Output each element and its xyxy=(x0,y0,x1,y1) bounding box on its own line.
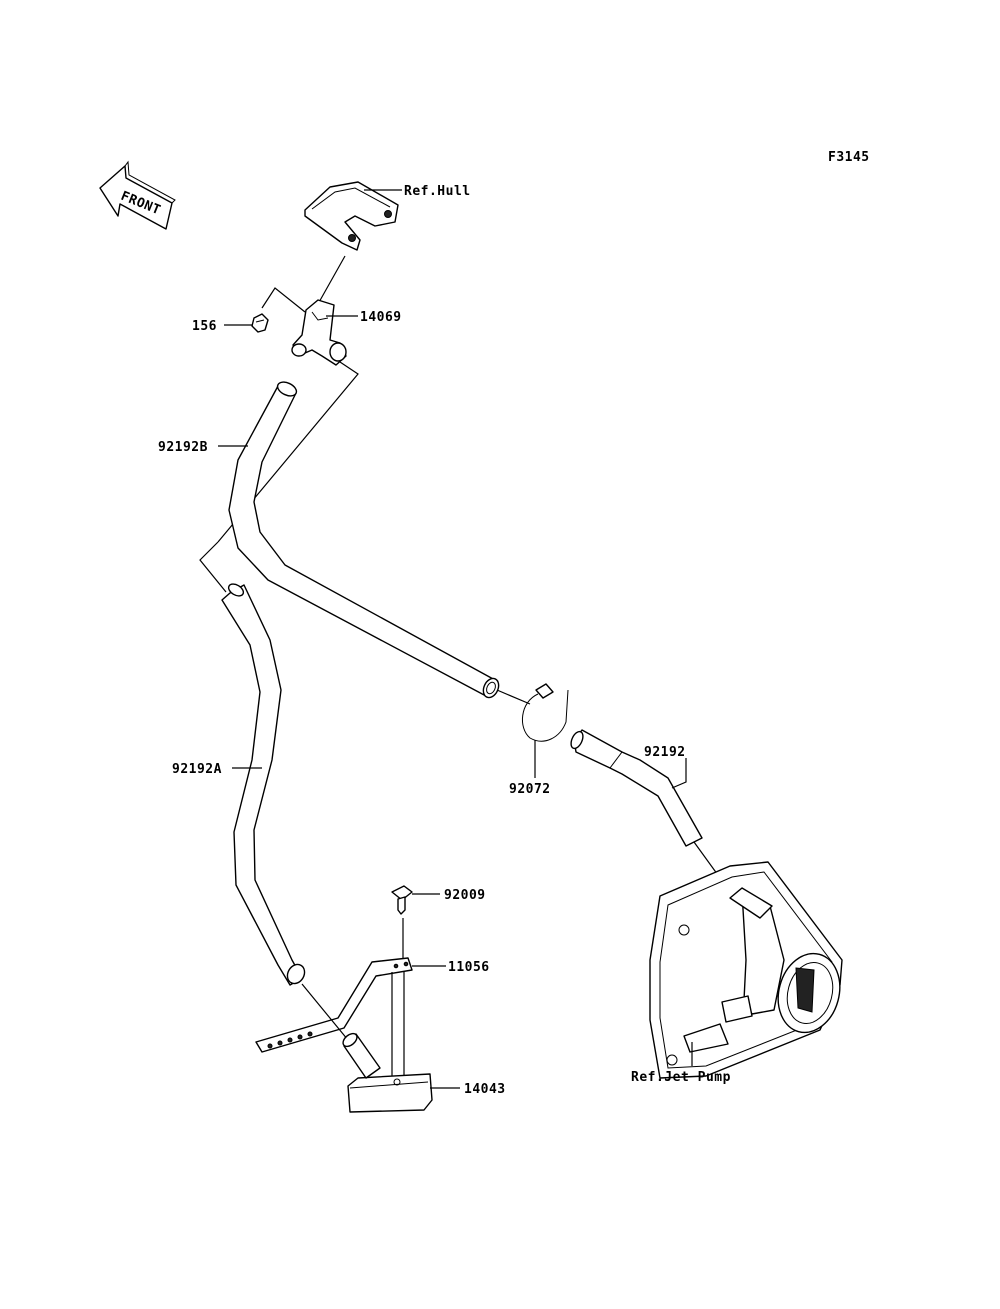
label-11056: 11056 xyxy=(448,960,490,975)
label-92192A: 92192A xyxy=(172,762,222,777)
filter-14043 xyxy=(342,1032,433,1113)
front-arrow-icon: FRONT xyxy=(99,160,176,230)
ref-jet-pump-label: Ref.Jet Pump xyxy=(631,1070,731,1085)
fitting-14069 xyxy=(291,299,347,366)
screw-92009 xyxy=(391,885,413,915)
label-14069: 14069 xyxy=(360,310,402,325)
label-156: 156 xyxy=(192,319,217,334)
hose-92192A xyxy=(221,583,306,986)
hull-bracket xyxy=(304,181,399,251)
jet-pump xyxy=(649,861,843,1079)
hose-92192B xyxy=(228,381,500,699)
label-14043: 14043 xyxy=(464,1082,506,1097)
label-92072: 92072 xyxy=(509,782,551,797)
bolt-156 xyxy=(251,313,269,333)
figure-code: F3145 xyxy=(828,150,870,165)
label-92192: 92192 xyxy=(644,745,686,760)
bracket-11056 xyxy=(255,957,413,1053)
label-92192B: 92192B xyxy=(158,440,208,455)
label-92009: 92009 xyxy=(444,888,486,903)
clamp-92072 xyxy=(522,683,569,742)
ref-hull-label: Ref.Hull xyxy=(404,184,471,199)
